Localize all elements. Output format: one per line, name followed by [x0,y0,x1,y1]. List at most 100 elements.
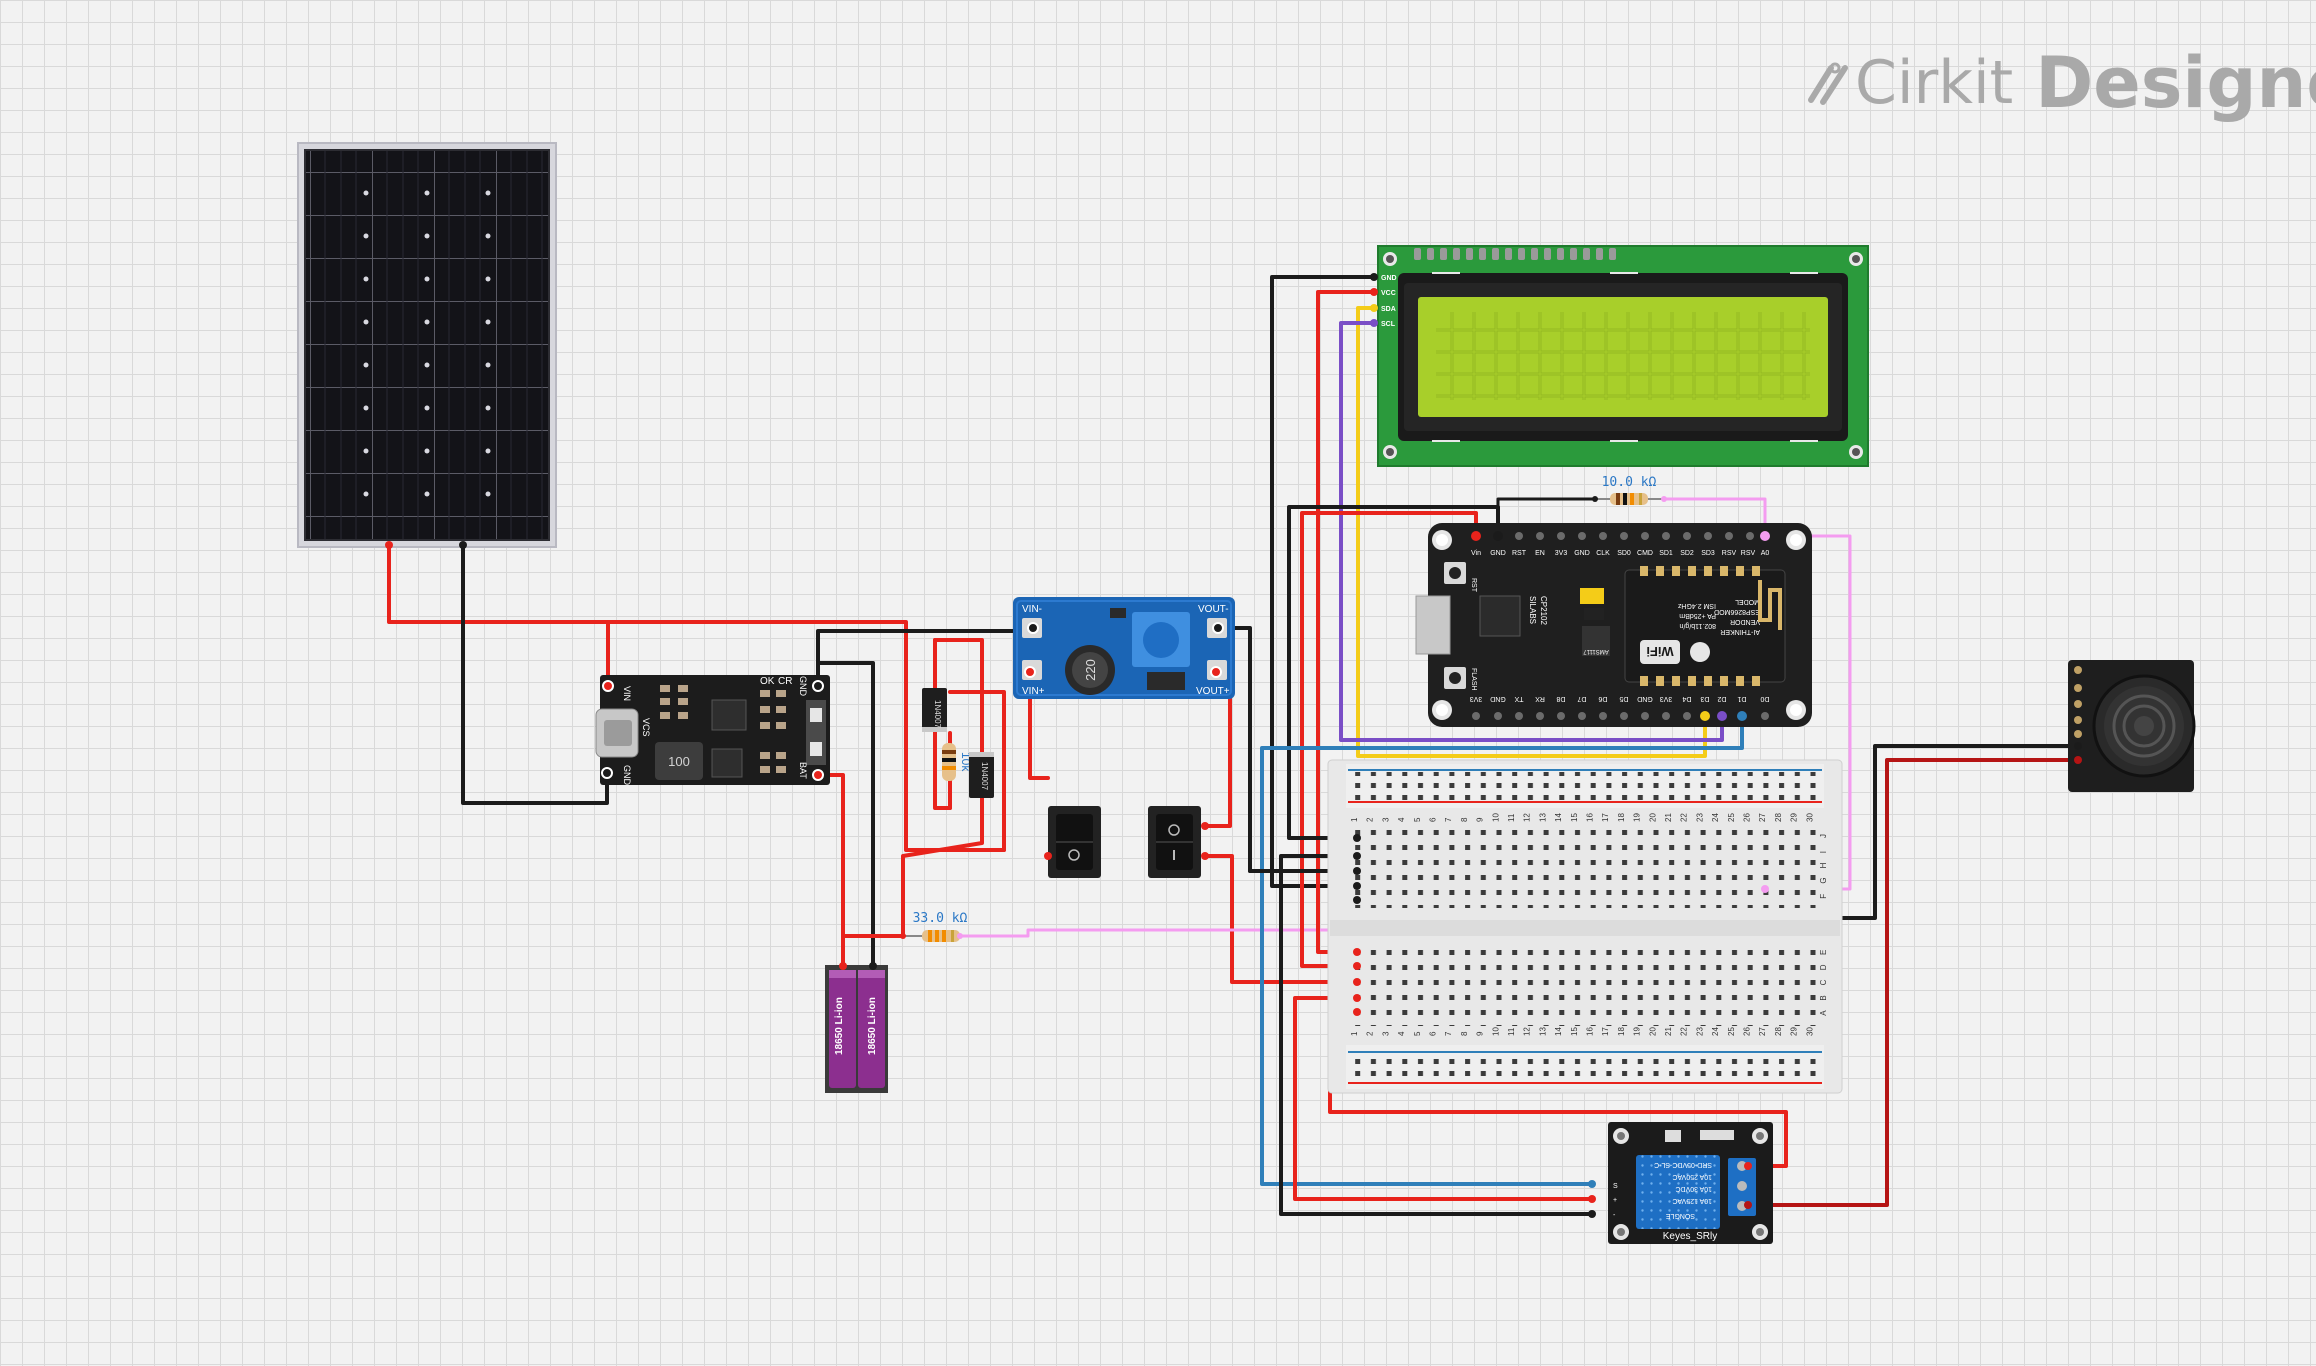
wire-sensor-relay[interactable] [1746,758,2080,1207]
breadboard-row-letter: E [1819,950,1828,955]
breadboard-row-letter: J [1819,834,1828,838]
wire-esp-vin[interactable] [1300,511,1478,968]
relay-out-no[interactable] [1744,1201,1752,1209]
breadboard-col-number: 26 [1743,813,1752,822]
breadboard-col-number: 4 [1397,817,1406,822]
esp-pin-a0[interactable] [1760,531,1770,541]
resistor-small[interactable]: 10k [942,743,973,781]
breadboard-col-number: 27 [1758,813,1767,822]
wire-boost-vin-switch[interactable] [1028,670,1050,780]
wire-lcd-scl[interactable] [1339,321,1724,742]
battery-1-label: 18650 Li-ion [834,997,845,1055]
esp-bottom-label-5: D8 [1556,695,1565,702]
solar-panel-pos-terminal[interactable] [385,541,393,549]
relay-out-com[interactable] [1744,1162,1752,1170]
lcd-pin-gnd[interactable] [1370,273,1378,281]
charger-smd-parts [660,685,786,773]
esp-pin-gnd[interactable] [1493,531,1503,541]
boost-converter[interactable]: 220 VIN- VOUT- VIN+ VOUT+ [1013,597,1235,699]
breadboard-col-number: 10 [1491,1027,1500,1036]
wire-lcd-gnd[interactable] [1270,275,1376,888]
charger-pin-gnd-out[interactable] [812,680,824,692]
lcd-display[interactable]: GND VCC SDA SCL [1370,245,1869,467]
charger-label-vcs: VCS [641,718,651,737]
boost-inductor-label: 220 [1083,659,1098,681]
wire-solar-negative[interactable] [461,543,609,805]
relay-pin-vcc[interactable] [1588,1195,1596,1203]
breadboard-col-number: 19 [1633,813,1642,822]
relay-text-3: 10A 30VDC [1675,1185,1712,1192]
charger-module[interactable]: 100 VIN OK CR GND VCS GND BAT [595,675,830,786]
esp-pin-vin[interactable] [1471,531,1481,541]
wire-esp-d1-relay[interactable] [1260,716,1744,1186]
esp-top-label-9: CMD [1637,550,1653,557]
breadboard-col-number: 13 [1538,1027,1547,1036]
lcd-pin-scl[interactable] [1370,319,1378,327]
esp-pin-d0[interactable] [1737,711,1747,721]
wire-charger-gnd-boost[interactable] [816,629,1035,688]
wire-esp-gnd[interactable] [1287,505,1500,840]
breadboard-col-number: 17 [1601,813,1610,822]
wire-charger-bat-battery[interactable] [816,773,845,968]
charger-label-vin: VIN [622,686,632,701]
esp8266-nodemcu[interactable]: Vin GND RST EN 3V3 GND CLK SD0 CMD SD1 S… [1415,523,1812,727]
relay-pin-signal[interactable] [1588,1180,1596,1188]
battery-holder[interactable]: 18650 Li-ion 18650 Li-ion [825,962,888,1093]
rocker-switch-1[interactable] [1044,806,1101,878]
switch-2-pin-a[interactable] [1201,822,1209,830]
lcd-pin-sda[interactable] [1370,304,1378,312]
resistor-33k[interactable]: 33.0 kΩ [900,911,968,942]
solar-panel[interactable] [297,142,557,549]
battery-pin-pos[interactable] [839,962,847,970]
esp-bottom-label-4: RX [1535,695,1545,702]
switch-2-pin-b[interactable] [1201,852,1209,860]
esp-regulator-label: AMS1117 [1583,648,1609,654]
wire-relay-vcc[interactable] [1293,996,1594,1201]
wire-lcd-sda[interactable] [1356,306,1707,758]
relay-module[interactable]: SRD-05VDC-SL-C 10A 250VAC 10A 30VDC 10A … [1588,1122,1773,1244]
esp-pin-d2[interactable] [1700,711,1710,721]
rocker-switch-2[interactable] [1148,806,1209,878]
battery-pin-neg[interactable] [869,962,877,970]
relay-pin-gnd[interactable] [1588,1210,1596,1218]
charger-pin-gnd-in[interactable] [601,767,613,779]
esp-bottom-label-13: D2 [1717,695,1726,702]
diode-1[interactable]: 1N4007 [922,688,947,732]
wire-diode-net-6[interactable] [948,690,1006,852]
charger-pin-vin[interactable] [602,680,614,692]
breadboard-col-number: 14 [1554,1027,1563,1036]
breadboard-col-number: 29 [1790,1027,1799,1036]
sensor-pin-signal[interactable] [2074,756,2082,764]
boost-pin-vout-pos[interactable] [1210,666,1222,678]
ultrasonic-sensor[interactable] [2068,660,2196,792]
charger-label-gnd-out: GND [798,676,808,697]
sensor-pin-gnd[interactable] [2074,742,2082,750]
wire-diode-net-1[interactable] [933,638,984,692]
boost-pin-vout-neg[interactable] [1212,622,1224,634]
lcd-label-scl: SCL [1381,321,1396,328]
lcd-pin-vcc[interactable] [1370,288,1378,296]
relay-text-5: SONGLE [1665,1212,1695,1219]
breadboard-col-number: 7 [1444,817,1453,822]
esp-top-label-8: SD0 [1617,550,1631,557]
breadboard-col-number: 25 [1727,1027,1736,1036]
esp-top-label-6: GND [1574,550,1590,557]
solar-panel-neg-terminal[interactable] [459,541,467,549]
wire-relay-gnd[interactable] [1279,854,1594,1216]
boost-pin-vin-neg[interactable] [1027,622,1039,634]
resistor-10k[interactable]: 10.0 kΩ [1592,475,1667,505]
diode-2[interactable]: 1N4007 [969,752,994,798]
wire-switch2-breadboard[interactable] [1203,854,1359,984]
wire-diode-net-3[interactable] [933,730,952,810]
boost-pin-vin-pos[interactable] [1024,666,1036,678]
esp-pin-d1[interactable] [1717,711,1727,721]
charger-pin-bat[interactable] [812,769,824,781]
breadboard-col-number: 30 [1805,813,1814,822]
wire-charger-gnd-battery[interactable] [816,661,875,968]
esp-chip-text-4: AI-THINKER [1720,628,1760,635]
switch-1-pin[interactable] [1044,852,1052,860]
breadboard-col-number: 27 [1758,1027,1767,1036]
